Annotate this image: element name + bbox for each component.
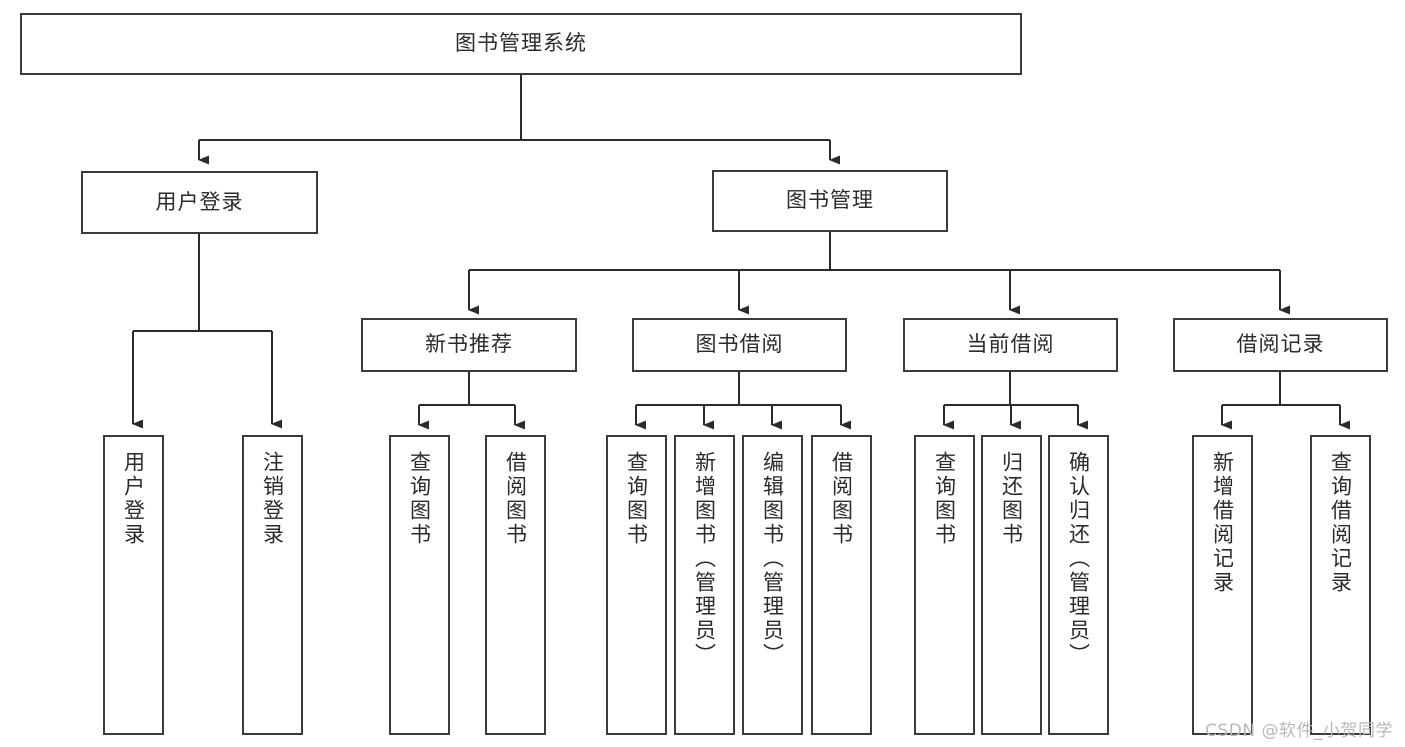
node-label: 借阅图书 [503, 451, 528, 547]
node-label: 用户登录 [155, 189, 244, 214]
node-label: 新增图书（管理员） [692, 451, 717, 667]
leaf-user-login-logout[interactable]: 注销登录 [242, 435, 303, 735]
node-user-login[interactable]: 用户登录 [81, 171, 318, 234]
leaf-book-borrow-borrow[interactable]: 借阅图书 [811, 435, 872, 735]
leaf-book-borrow-edit[interactable]: 编辑图书（管理员） [742, 435, 803, 735]
node-label: 编辑图书（管理员） [760, 451, 785, 667]
node-label: 新增借阅记录 [1210, 451, 1235, 595]
node-new-book-recommend[interactable]: 新书推荐 [361, 318, 577, 372]
node-label: 查询图书 [624, 451, 649, 547]
node-label: 借阅图书 [829, 451, 854, 547]
node-label: 图书借阅 [695, 332, 784, 357]
node-label: 新书推荐 [425, 332, 513, 357]
node-label: 查询借阅记录 [1328, 451, 1353, 595]
leaf-book-borrow-query[interactable]: 查询图书 [606, 435, 667, 735]
leaf-borrow-record-query[interactable]: 查询借阅记录 [1310, 435, 1371, 735]
node-label: 注销登录 [260, 451, 285, 547]
node-label: 确认归还（管理员） [1066, 451, 1091, 667]
leaf-current-borrow-return[interactable]: 归还图书 [981, 435, 1042, 735]
node-root-book-management-system[interactable]: 图书管理系统 [20, 13, 1022, 75]
node-borrow-record[interactable]: 借阅记录 [1173, 318, 1388, 372]
node-book-management[interactable]: 图书管理 [712, 170, 948, 232]
node-label: 图书管理系统 [455, 31, 587, 56]
leaf-user-login-login[interactable]: 用户登录 [103, 435, 164, 735]
leaf-new-book-borrow[interactable]: 借阅图书 [485, 435, 546, 735]
leaf-new-book-query[interactable]: 查询图书 [389, 435, 450, 735]
node-current-borrow[interactable]: 当前借阅 [903, 318, 1118, 372]
leaf-current-borrow-query[interactable]: 查询图书 [914, 435, 975, 735]
leaf-book-borrow-add[interactable]: 新增图书（管理员） [674, 435, 735, 735]
csdn-watermark: CSDN @软件_小贺同学 [1205, 721, 1393, 741]
node-label: 用户登录 [121, 451, 146, 547]
node-book-borrow[interactable]: 图书借阅 [632, 318, 847, 372]
leaf-current-borrow-confirm-return[interactable]: 确认归还（管理员） [1048, 435, 1109, 735]
node-label: 归还图书 [999, 451, 1024, 547]
node-label: 当前借阅 [966, 332, 1055, 357]
node-label: 图书管理 [786, 188, 874, 213]
node-label: 查询图书 [932, 451, 957, 547]
node-label: 借阅记录 [1236, 332, 1325, 357]
leaf-borrow-record-add[interactable]: 新增借阅记录 [1192, 435, 1253, 735]
node-label: 查询图书 [407, 451, 432, 547]
